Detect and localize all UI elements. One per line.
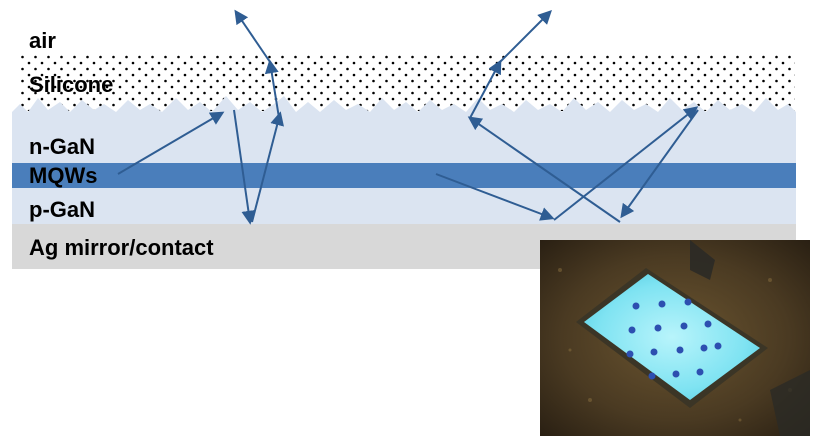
ray-arrow [499,10,552,63]
ray-arrow [620,109,699,219]
light-rays-left [117,9,284,225]
ray-arrow [467,116,621,223]
led-chip-photo [540,240,810,436]
mqw-layer [12,163,796,188]
air-label: air [29,28,56,53]
light-rays-right [435,10,699,223]
ray-arrow [234,9,271,63]
mqws-label: MQWs [29,163,98,188]
led-glow [584,274,760,400]
ray-arrow [264,59,281,125]
p-gan-layer [12,188,796,224]
n-gan-layer [12,96,796,163]
ray-arrow [435,173,555,221]
ray-arrow [251,111,284,223]
ray-arrow [469,59,502,119]
ray-arrow [553,106,699,221]
ag-mirror-label: Ag mirror/contact [29,235,214,260]
n-gan-label: n-GaN [29,134,95,159]
p-gan-label: p-GaN [29,197,95,222]
ray-arrow [117,111,225,175]
silicone-label: Silicone [29,72,114,97]
silicone-layer [20,53,795,111]
ray-arrow [233,109,256,225]
led-contact-dots [626,298,722,380]
